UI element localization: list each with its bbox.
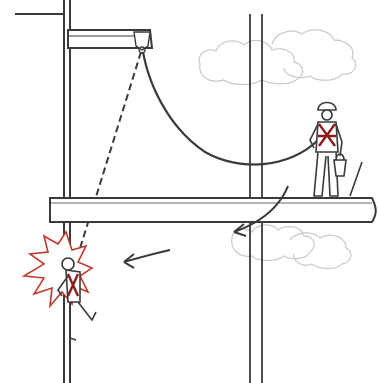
clouds bbox=[198, 29, 357, 270]
head bbox=[321, 109, 333, 121]
harness bbox=[66, 273, 80, 297]
cloud-upper bbox=[198, 39, 304, 86]
work-platform bbox=[49, 197, 377, 223]
lanyard-taut bbox=[76, 51, 142, 259]
right-arm bbox=[335, 123, 343, 157]
leg-left bbox=[69, 302, 77, 341]
lanyard-slack bbox=[141, 51, 319, 166]
bucket-icon bbox=[333, 153, 347, 177]
swing-path-arrow bbox=[123, 185, 289, 269]
cloud-lower-right bbox=[289, 232, 352, 270]
building-column-left bbox=[15, 0, 71, 383]
anchor-ring bbox=[138, 46, 146, 54]
left-leg bbox=[313, 151, 327, 197]
hard-hat bbox=[317, 101, 337, 111]
fallen-worker bbox=[57, 257, 97, 341]
tool-handle bbox=[349, 161, 363, 197]
harness bbox=[318, 123, 336, 147]
worker-standing bbox=[309, 101, 363, 197]
cloud-lower bbox=[231, 224, 315, 262]
leg-right bbox=[77, 301, 97, 322]
overhead-beam-anchor bbox=[67, 29, 154, 54]
arm bbox=[57, 275, 69, 297]
building-column-right bbox=[249, 14, 263, 383]
left-arm bbox=[309, 123, 319, 149]
head bbox=[61, 257, 75, 271]
cloud-upper-right bbox=[271, 29, 357, 81]
impact-burst bbox=[21, 230, 94, 309]
